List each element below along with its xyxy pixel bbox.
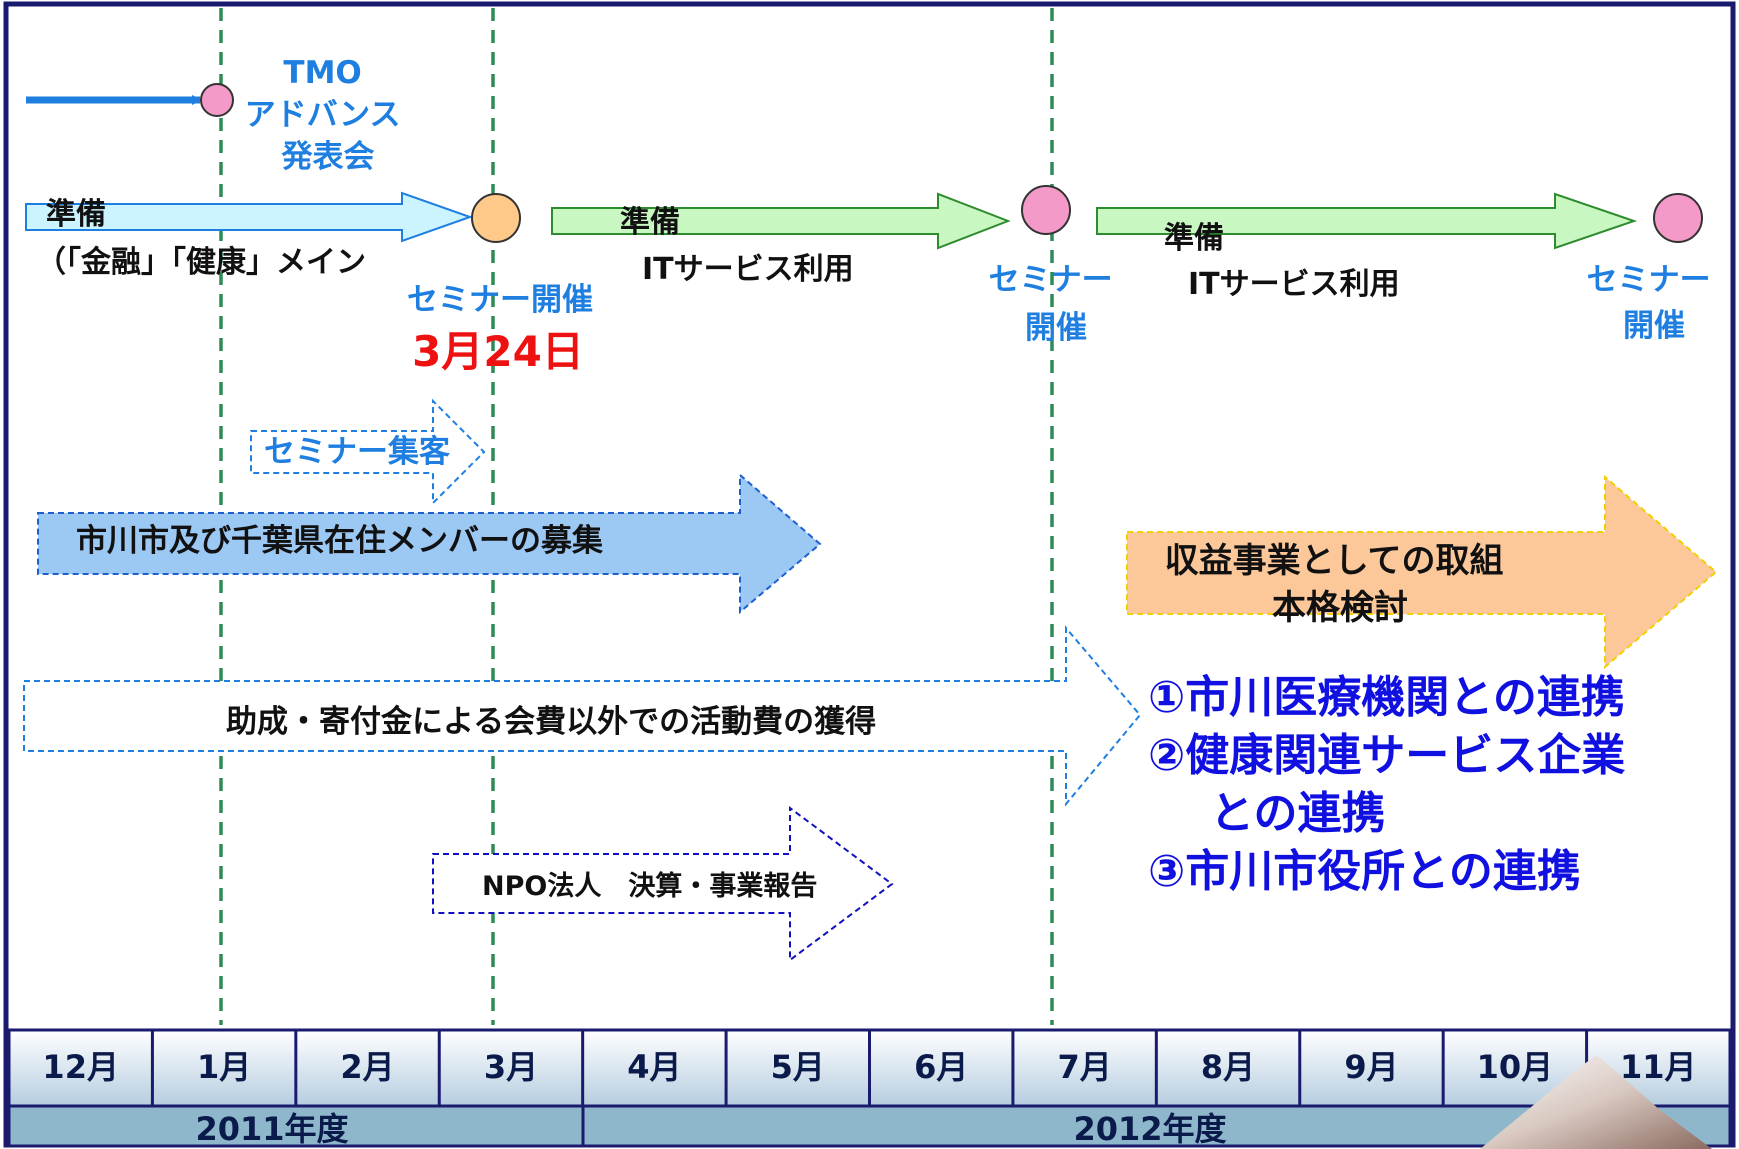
prep-3-sub: ITサービス利用 (1188, 267, 1400, 302)
prep-arrow-2 (551, 192, 1011, 250)
partnership-item-2b: との連携 (1210, 788, 1386, 839)
month-label: 4月 (627, 1048, 681, 1086)
npo-report-label: NPO法人 決算・事業報告 (482, 870, 817, 902)
prep-arrow-3 (1096, 192, 1638, 250)
partnership-list: ①市川医療機関との連携 ②健康関連サービス企業 との連携 ③市川市役所との連携 (1148, 672, 1625, 897)
seminar-recruit-label: セミナー集客 (264, 434, 450, 470)
seminar-3-label: セミナー 開催 (1587, 262, 1722, 344)
month-label: 1月 (197, 1048, 251, 1086)
month-label: 3月 (484, 1048, 538, 1086)
month-label: 12月 (42, 1048, 119, 1086)
month-label: 6月 (914, 1048, 968, 1086)
npo-report-arrow (432, 806, 894, 962)
prep-3-title: 準備 (1164, 221, 1224, 256)
prep-2-title: 準備 (620, 205, 680, 240)
funding-arrow (23, 625, 1142, 807)
month-label: 7月 (1057, 1048, 1111, 1086)
prep-1-title: 準備 (46, 197, 106, 232)
seminar-1-date: 3月24日 (412, 327, 584, 376)
month-bar: 12月 1月 2月 3月 4月 5月 6月 7月 8月 9月 10月 11月 (7, 1028, 1732, 1108)
partnership-item-3: ③市川市役所との連携 (1148, 846, 1581, 897)
funding-label: 助成・寄付金による会費以外での活動費の獲得 (226, 704, 876, 740)
month-label: 11月 (1620, 1048, 1697, 1086)
milestone-seminar-2 (1021, 185, 1071, 235)
prep-1-sub: （「金融」「健康」メイン (36, 245, 366, 280)
year-label-2012: 2012年度 (1073, 1110, 1226, 1148)
month-label: 8月 (1201, 1048, 1255, 1086)
partnership-item-1: ①市川医療機関との連携 (1148, 672, 1625, 723)
month-dividers (150, 1030, 1589, 1106)
revenue-arrow (1126, 474, 1718, 670)
revenue-label: 収益事業としての取組 本格検討 (1165, 541, 1516, 628)
month-label: 5月 (771, 1048, 825, 1086)
year-bar: 2011年度 2012年度 (7, 1104, 1732, 1148)
partnership-item-2: ②健康関連サービス企業 (1148, 730, 1625, 781)
month-label: 2月 (340, 1048, 394, 1086)
member-recruit-arrow (37, 472, 822, 615)
milestone-tmo (200, 83, 234, 117)
tmo-label: TMO アドバンス 発表会 (245, 55, 412, 175)
mountain-decoration (1480, 1055, 1712, 1149)
month-label: 10月 (1477, 1048, 1554, 1086)
milestone-seminar-3 (1653, 193, 1703, 243)
prep-arrow-1 (25, 191, 474, 243)
month-labels: 12月 1月 2月 3月 4月 5月 6月 7月 8月 9月 10月 11月 (42, 1048, 1696, 1086)
seminar-2-label: セミナー 開催 (989, 262, 1124, 346)
seminar-1-label: セミナー開催 (407, 282, 593, 318)
month-label: 9月 (1344, 1048, 1398, 1086)
prep-2-sub: ITサービス利用 (642, 252, 854, 287)
member-recruit-label: 市川市及び千葉県在住メンバーの募集 (76, 523, 603, 559)
seminar-recruit-arrow (250, 398, 486, 506)
year-label-2011: 2011年度 (195, 1110, 348, 1148)
milestone-seminar-1 (471, 193, 521, 243)
